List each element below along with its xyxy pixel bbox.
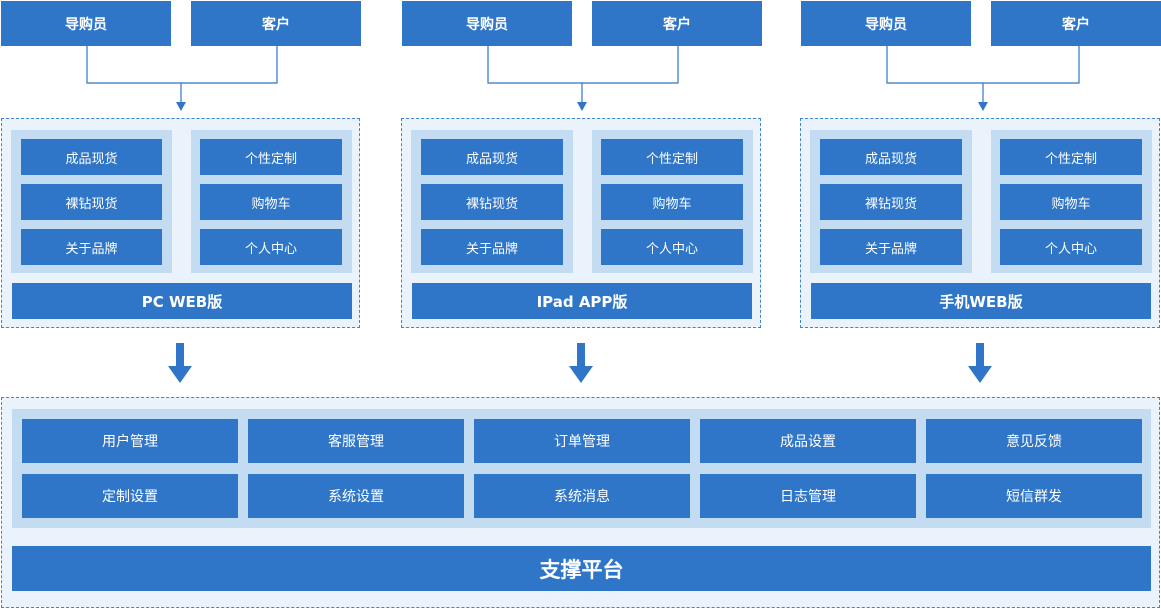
menu-item-about-brand[interactable]: 关于品牌 bbox=[21, 229, 162, 265]
module-user-management[interactable]: 用户管理 bbox=[22, 419, 238, 463]
down-arrow-icon bbox=[168, 343, 192, 383]
menu-item-about-brand[interactable]: 关于品牌 bbox=[421, 229, 563, 265]
platform-title-mobile-web: 手机WEB版 bbox=[811, 283, 1151, 319]
module-sms-broadcast[interactable]: 短信群发 bbox=[926, 474, 1142, 518]
menu-item-finished-stock[interactable]: 成品现货 bbox=[421, 139, 563, 175]
platform-panel-mobile-web: 成品现货 裸钻现货 关于品牌 个性定制 购物车 个人中心 手机WEB版 bbox=[800, 118, 1160, 328]
platform-title-pc-web: PC WEB版 bbox=[12, 283, 352, 319]
right-menu-group: 个性定制 购物车 个人中心 bbox=[592, 130, 753, 273]
menu-item-custom[interactable]: 个性定制 bbox=[200, 139, 342, 175]
down-arrow-icon bbox=[968, 343, 992, 383]
module-log-management[interactable]: 日志管理 bbox=[700, 474, 916, 518]
menu-item-personal-center[interactable]: 个人中心 bbox=[601, 229, 743, 265]
menu-item-cart[interactable]: 购物车 bbox=[200, 184, 342, 220]
menu-item-finished-stock[interactable]: 成品现货 bbox=[820, 139, 962, 175]
right-menu-group: 个性定制 购物车 个人中心 bbox=[991, 130, 1152, 273]
bracket-connector-ipad bbox=[487, 46, 679, 111]
module-service-management[interactable]: 客服管理 bbox=[248, 419, 464, 463]
menu-item-cart[interactable]: 购物车 bbox=[1000, 184, 1142, 220]
menu-item-loose-diamond[interactable]: 裸钻现货 bbox=[820, 184, 962, 220]
left-menu-group: 成品现货 裸钻现货 关于品牌 bbox=[11, 130, 172, 273]
support-platform-panel: 用户管理 客服管理 订单管理 成品设置 意见反馈 定制设置 系统设置 系统消息 … bbox=[1, 397, 1160, 608]
module-system-messages[interactable]: 系统消息 bbox=[474, 474, 690, 518]
left-menu-group: 成品现货 裸钻现货 关于品牌 bbox=[411, 130, 573, 273]
module-product-settings[interactable]: 成品设置 bbox=[700, 419, 916, 463]
role-box-customer: 客户 bbox=[191, 1, 361, 46]
down-arrow-icon bbox=[569, 343, 593, 383]
menu-item-custom[interactable]: 个性定制 bbox=[601, 139, 743, 175]
platform-title-ipad-app: IPad APP版 bbox=[412, 283, 752, 319]
menu-item-loose-diamond[interactable]: 裸钻现货 bbox=[21, 184, 162, 220]
module-custom-settings[interactable]: 定制设置 bbox=[22, 474, 238, 518]
role-box-shopping-guide: 导购员 bbox=[801, 1, 971, 46]
support-modules-group: 用户管理 客服管理 订单管理 成品设置 意见反馈 定制设置 系统设置 系统消息 … bbox=[12, 409, 1151, 528]
role-box-customer: 客户 bbox=[991, 1, 1161, 46]
platform-panel-ipad-app: 成品现货 裸钻现货 关于品牌 个性定制 购物车 个人中心 IPad APP版 bbox=[401, 118, 761, 328]
menu-item-about-brand[interactable]: 关于品牌 bbox=[820, 229, 962, 265]
bracket-connector-mobile bbox=[886, 46, 1080, 111]
left-menu-group: 成品现货 裸钻现货 关于品牌 bbox=[810, 130, 972, 273]
menu-item-personal-center[interactable]: 个人中心 bbox=[200, 229, 342, 265]
role-box-customer: 客户 bbox=[592, 1, 762, 46]
support-platform-title: 支撑平台 bbox=[12, 546, 1151, 591]
right-menu-group: 个性定制 购物车 个人中心 bbox=[191, 130, 352, 273]
menu-item-personal-center[interactable]: 个人中心 bbox=[1000, 229, 1142, 265]
menu-item-loose-diamond[interactable]: 裸钻现货 bbox=[421, 184, 563, 220]
menu-item-cart[interactable]: 购物车 bbox=[601, 184, 743, 220]
module-system-settings[interactable]: 系统设置 bbox=[248, 474, 464, 518]
module-feedback[interactable]: 意见反馈 bbox=[926, 419, 1142, 463]
role-box-shopping-guide: 导购员 bbox=[1, 1, 171, 46]
menu-item-custom[interactable]: 个性定制 bbox=[1000, 139, 1142, 175]
menu-item-finished-stock[interactable]: 成品现货 bbox=[21, 139, 162, 175]
bracket-connector-pc bbox=[86, 46, 278, 111]
role-box-shopping-guide: 导购员 bbox=[402, 1, 572, 46]
platform-panel-pc-web: 成品现货 裸钻现货 关于品牌 个性定制 购物车 个人中心 PC WEB版 bbox=[1, 118, 360, 328]
module-order-management[interactable]: 订单管理 bbox=[474, 419, 690, 463]
